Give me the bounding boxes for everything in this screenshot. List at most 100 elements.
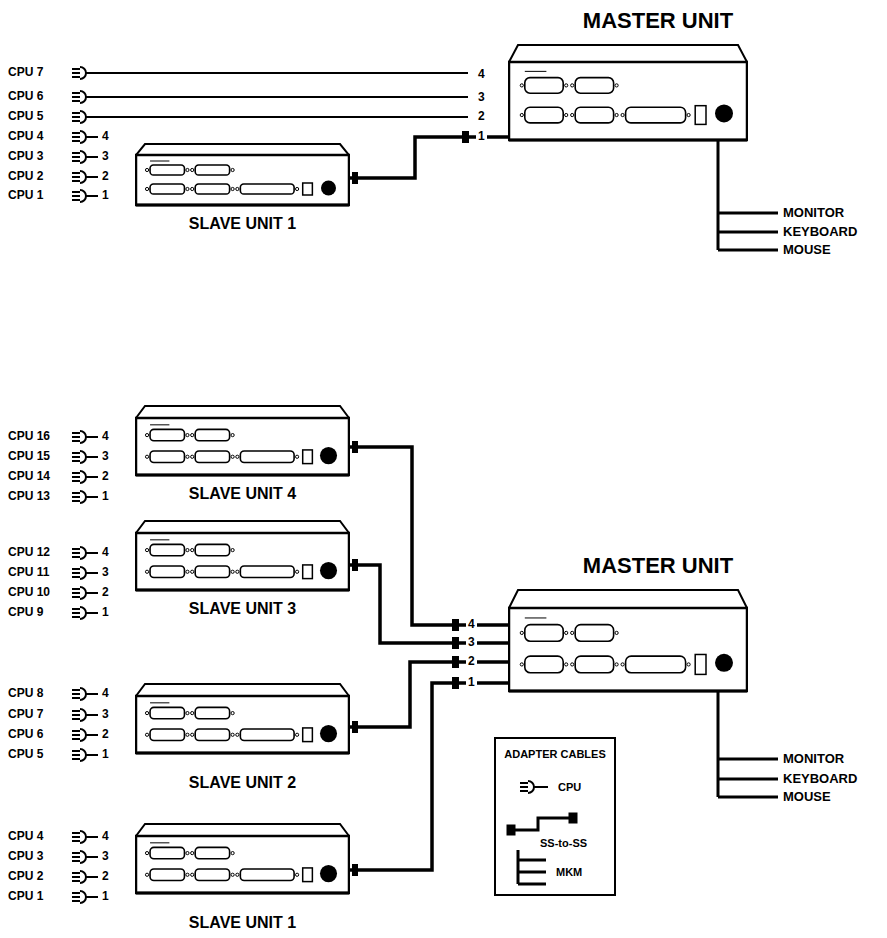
cpu-cable <box>90 96 468 98</box>
cpu-label: CPU 5 <box>8 748 43 761</box>
db-port <box>240 451 294 462</box>
db-port <box>575 78 613 94</box>
db-port <box>575 625 613 642</box>
port-number: 3 <box>102 450 109 463</box>
port-screw <box>231 873 234 876</box>
slave-unit: SLAVE UNIT 1 <box>135 143 350 233</box>
port-screw <box>231 852 234 855</box>
cpu-label: CPU 5 <box>8 110 43 123</box>
cpu-label: CPU 8 <box>8 687 43 700</box>
port-screw <box>186 852 189 855</box>
db-port <box>525 656 563 673</box>
db-port <box>195 429 229 440</box>
cpu-label: CPU 13 <box>8 490 50 503</box>
port-screw <box>191 873 194 876</box>
port-screw <box>186 455 189 458</box>
cpu-label: CPU 6 <box>8 728 43 741</box>
mkm-cable <box>718 140 778 250</box>
cpu-adapter <box>72 871 98 883</box>
cpu-label: CPU 3 <box>8 150 43 163</box>
port-screw <box>186 549 189 552</box>
unit-top <box>509 45 747 62</box>
port-number: 1 <box>102 606 109 619</box>
port-screw <box>236 455 239 458</box>
db-port <box>240 184 294 194</box>
slave-unit: SLAVE UNIT 2 <box>135 683 350 792</box>
cpu-adapter <box>72 891 98 903</box>
power-knob <box>320 562 337 579</box>
port-screw <box>231 733 234 736</box>
db-port <box>195 566 229 577</box>
legend-text: MKM <box>556 866 582 878</box>
db-port <box>195 869 229 880</box>
port-number: 3 <box>102 566 109 579</box>
unit-title: MASTER UNIT <box>508 553 748 579</box>
port-screw <box>191 187 194 190</box>
port-screw <box>565 84 568 87</box>
unit-base <box>136 892 349 895</box>
port-screw <box>186 187 189 190</box>
db-port <box>195 165 229 175</box>
cable-plug <box>352 864 358 876</box>
port-number: 4 <box>102 687 109 700</box>
port-number: 2 <box>102 870 109 883</box>
mkm-sample <box>518 850 546 884</box>
port-screw <box>231 187 234 190</box>
db-port <box>525 78 563 94</box>
unit-drawing <box>135 683 350 755</box>
cpu-cable <box>90 116 468 118</box>
peripheral-label: KEYBOARD <box>783 225 857 239</box>
cpu-adapter <box>72 91 92 103</box>
cable-plug <box>452 677 459 689</box>
unit-drawing <box>135 823 350 895</box>
cpu-adapter <box>72 471 98 483</box>
cpu-adapter <box>72 491 98 503</box>
db-port <box>150 165 184 175</box>
port-screw <box>571 84 574 87</box>
cpu-adapter <box>72 831 98 843</box>
cpu-label: CPU 2 <box>8 170 43 183</box>
port-marking <box>525 617 547 618</box>
cable-line <box>350 565 508 643</box>
cpu-label: CPU 7 <box>8 708 43 721</box>
port-screw <box>621 663 624 666</box>
serial-jack <box>303 868 313 882</box>
peripheral-label: MONITOR <box>783 206 844 220</box>
unit-title: MASTER UNIT <box>508 8 748 34</box>
serial-jack <box>695 106 706 125</box>
serial-jack <box>303 565 313 579</box>
ss-cable <box>350 656 508 733</box>
port-screw <box>145 434 148 437</box>
port-number: 3 <box>102 708 109 721</box>
port-screw <box>186 712 189 715</box>
cable-plug <box>508 826 514 834</box>
power-knob <box>715 654 733 672</box>
port-number: 2 <box>476 110 487 123</box>
port-screw <box>236 733 239 736</box>
db-port <box>240 729 294 740</box>
db-port <box>575 107 613 123</box>
db-port <box>240 869 294 880</box>
ss-cable <box>350 441 508 631</box>
db-port <box>150 544 184 555</box>
port-screw <box>687 113 690 116</box>
port-number: 4 <box>476 68 487 81</box>
port-number: 1 <box>102 490 109 503</box>
cpu-cable <box>90 72 468 74</box>
port-screw <box>520 631 523 634</box>
port-number: 4 <box>102 546 109 559</box>
port-screw <box>571 113 574 116</box>
unit-base <box>136 752 349 755</box>
db-port <box>150 729 184 740</box>
unit-base <box>136 589 349 592</box>
db-port <box>195 729 229 740</box>
port-screw <box>296 455 299 458</box>
unit-drawing <box>508 44 748 142</box>
cpu-label: CPU 3 <box>8 850 43 863</box>
cpu-adapter <box>72 587 98 599</box>
port-marking <box>525 71 547 72</box>
port-screw <box>191 168 194 171</box>
power-knob <box>320 865 337 882</box>
slave-unit: SLAVE UNIT 4 <box>135 405 350 503</box>
cable-line <box>350 447 508 625</box>
